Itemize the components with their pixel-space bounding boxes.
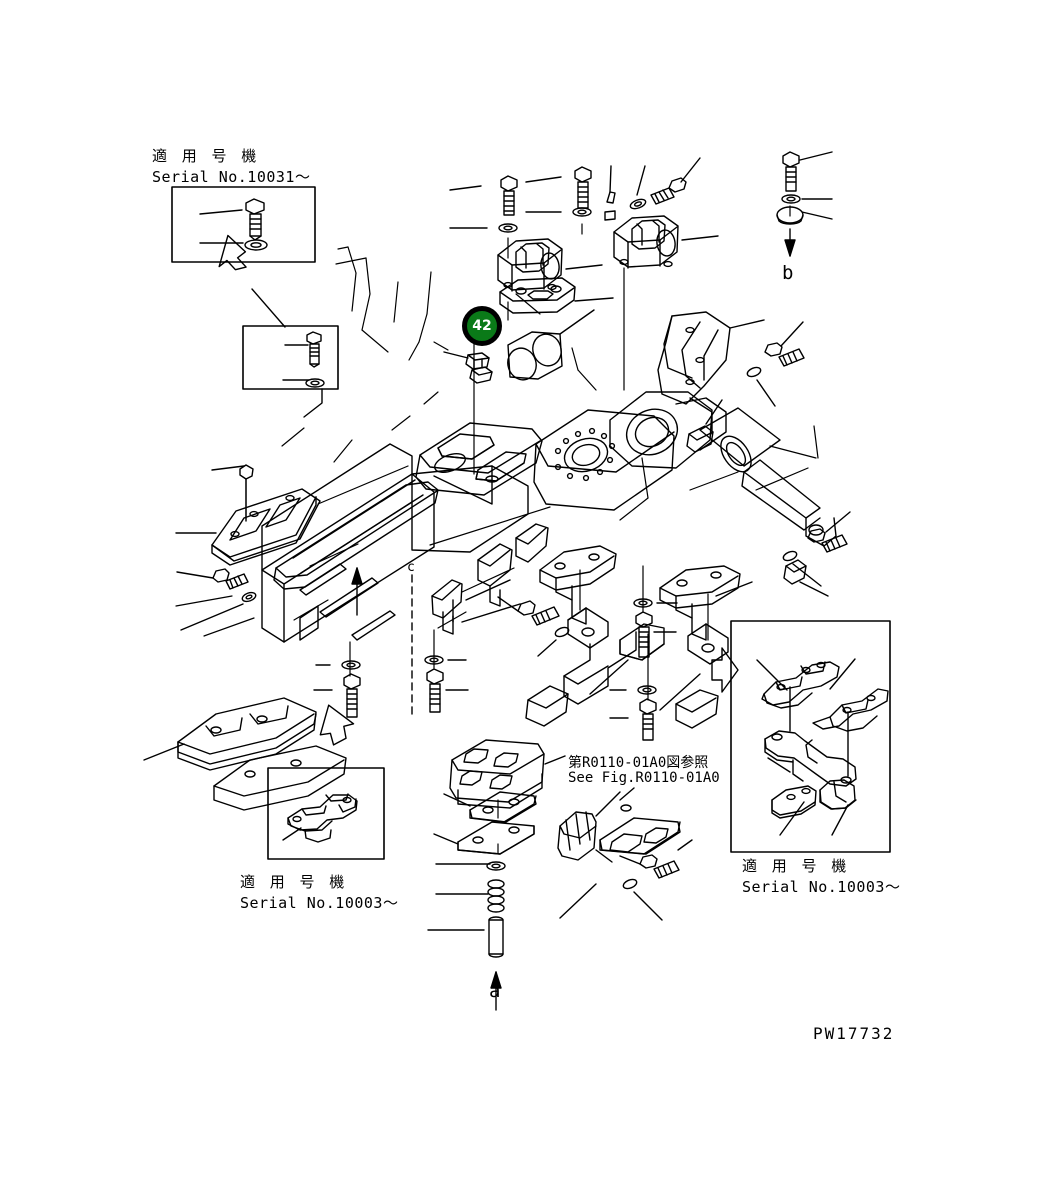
arrow-stem [251,288,286,328]
plate-lower-1 [443,791,537,823]
section-mark-a: a [489,980,501,1002]
inset-bottom-left-jp-label: 適 用 号 機 [240,873,350,891]
see-fig-reference-en: See Fig.R0110-01A0 [568,770,720,786]
spring [487,879,505,913]
spring-pin-a [427,861,506,1011]
inset-box-bottom-left [267,704,385,860]
inset2-washer [305,378,325,388]
inset-top-left-jp-label: 適 用 号 機 [152,147,262,165]
bracket-assembly-right [619,565,741,729]
valve-block [449,739,566,809]
bearing-cap-left [497,238,603,292]
callout-marker-42[interactable]: 42 [462,306,502,346]
inset-washer [244,239,268,251]
bearing-cap-right [613,215,719,269]
inset2-bolt [306,331,322,368]
inset-bracket-bl [287,793,358,843]
bolt-angled-mid [497,596,570,657]
see-fig-reference-jp: 第R0110-01A0図参照 [568,755,709,771]
bracket-assembly-center [525,545,637,727]
bracket-mid-3 [515,523,549,563]
lower-rail [143,697,317,771]
plate-lower-2 [433,821,535,855]
inset-bottom-right-serial: Serial No.10003～ [742,878,901,896]
inset-assembly-br [761,661,889,819]
callout-arrow [218,234,247,271]
inset-bottom-left-serial: Serial No.10003～ [240,894,399,912]
bushing-sleeve [507,309,595,381]
callout-arrow-bl [319,704,355,746]
section-mark-c: c [407,560,415,575]
leader-lines [175,246,819,637]
inset-box-left-mid [242,325,339,418]
arrow-up-inside [351,567,363,616]
inset-bottom-right-jp-label: 適 用 号 機 [742,857,852,875]
inset2-leader [303,388,323,418]
inset-box-top-left [171,186,316,328]
inset-box-bottom-right [711,620,891,853]
bolt-column-lower-1 [313,660,361,718]
exploded-axis-lines [245,205,791,855]
bolt-group-top-2 [525,166,592,217]
gasket-plate [499,277,614,314]
bolt-column-lower-4 [609,685,657,741]
bracket-mid-1 [431,579,463,635]
leader-line [199,209,243,215]
inset-top-left-serial: Serial No.10031～ [152,168,311,186]
side-guard-right [657,311,805,407]
callout-arrow-br [711,647,739,693]
bolt-left-side [176,568,257,631]
drawing-linework [143,151,891,1011]
bolt-group-top-1 [449,175,518,233]
bolt-group-top-right [776,151,833,257]
bottom-right-cluster [557,787,693,921]
figure-code: PW17732 [813,1024,895,1043]
lower-rail-2 [213,745,347,811]
pin-group-right [686,399,851,597]
bolt-group-top-3 [604,157,701,221]
section-mark-b: b [782,262,794,284]
